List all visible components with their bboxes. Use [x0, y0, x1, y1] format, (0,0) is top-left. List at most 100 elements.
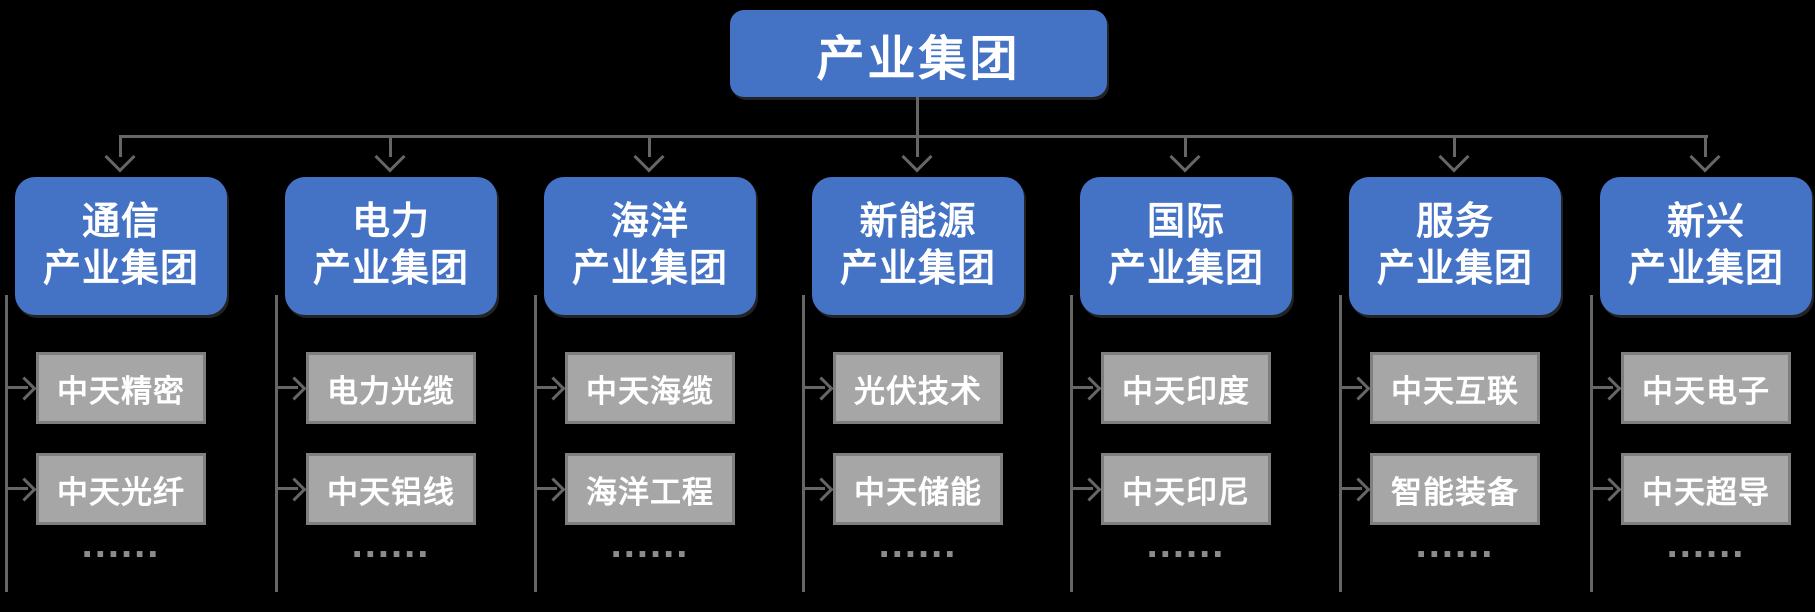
ellipsis-more: ......: [610, 522, 690, 566]
arrow-right-icon: [1346, 477, 1371, 502]
group-node-label-line1: 通信: [81, 201, 160, 243]
subsidiary-node: 电力光缆: [306, 352, 476, 424]
subsidiary-node: 中天光纤: [36, 453, 206, 525]
group-node: 电力 产业集团: [285, 177, 497, 315]
connector-rail: [1070, 295, 1073, 592]
group-node-label-line1: 服务: [1415, 201, 1494, 243]
subsidiary-label: 电力光缆: [327, 373, 455, 409]
arrow-right-icon: [12, 376, 37, 401]
connector-branch: [7, 487, 28, 490]
group-node-label-line2: 产业集团: [1627, 248, 1784, 290]
connector-branch: [1592, 386, 1613, 389]
subsidiary-node: 中天精密: [36, 352, 206, 424]
root-node: 产业集团: [730, 10, 1107, 97]
group-node-label-line1: 电力: [351, 201, 430, 243]
subsidiary-node: 中天储能: [833, 453, 1003, 525]
subsidiary-label: 中天电子: [1642, 373, 1770, 409]
subsidiary-label: 中天精密: [57, 373, 185, 409]
org-column-3: 海洋 产业集团 中天海缆 海洋工程 ......: [534, 0, 766, 612]
group-node-label-line1: 新能源: [859, 201, 977, 243]
group-node-label-line2: 产业集团: [312, 248, 469, 290]
ellipsis-more: ......: [351, 522, 431, 566]
connector-rail: [1590, 295, 1593, 592]
subsidiary-label: 中天印尼: [1122, 474, 1250, 510]
connector-branch: [1341, 386, 1362, 389]
subsidiary-label: 中天铝线: [327, 474, 455, 510]
ellipsis-more: ......: [878, 522, 958, 566]
ellipsis-more: ......: [1415, 522, 1495, 566]
group-node-label-line1: 海洋: [610, 201, 689, 243]
subsidiary-node: 中天印度: [1101, 352, 1271, 424]
connector-rail: [5, 295, 8, 592]
subsidiary-label: 中天储能: [854, 474, 982, 510]
subsidiary-node: 中天电子: [1621, 352, 1791, 424]
arrow-down-icon: [1689, 141, 1721, 173]
ellipsis-more: ......: [1666, 522, 1746, 566]
subsidiary-node: 光伏技术: [833, 352, 1003, 424]
subsidiary-label: 中天印度: [1122, 373, 1250, 409]
connector-rail: [534, 295, 537, 592]
org-column-2: 电力 产业集团 电力光缆 中天铝线 ......: [275, 0, 507, 612]
arrow-right-icon: [12, 477, 37, 502]
connector-branch: [7, 386, 28, 389]
connector-drop: [916, 135, 919, 157]
group-node-label-line2: 产业集团: [571, 248, 728, 290]
subsidiary-node: 中天印尼: [1101, 453, 1271, 525]
arrow-right-icon: [809, 477, 834, 502]
connector-branch: [1072, 386, 1093, 389]
arrow-right-icon: [541, 376, 566, 401]
connector-drop: [648, 135, 651, 157]
subsidiary-label: 中天超导: [1642, 474, 1770, 510]
group-node: 新能源 产业集团: [812, 177, 1024, 315]
ellipsis-more: ......: [1146, 522, 1226, 566]
arrow-down-icon: [901, 141, 933, 173]
org-column-7: 新兴 产业集团 中天电子 中天超导 ......: [1590, 0, 1815, 612]
connector-branch: [1592, 487, 1613, 490]
subsidiary-label: 中天海缆: [586, 373, 714, 409]
arrow-right-icon: [809, 376, 834, 401]
connector-branch: [277, 487, 298, 490]
connector-rail: [275, 295, 278, 592]
connector-horizontal-rail: [120, 135, 1708, 138]
connector-drop: [119, 135, 122, 157]
connector-branch: [536, 487, 557, 490]
connector-branch: [536, 386, 557, 389]
arrow-right-icon: [282, 477, 307, 502]
subsidiary-label: 中天互联: [1391, 373, 1519, 409]
group-node-label-line1: 国际: [1146, 201, 1225, 243]
connector-rail: [1339, 295, 1342, 592]
org-column-4: 新能源 产业集团 光伏技术 中天储能 ......: [802, 0, 1034, 612]
group-node-label-line2: 产业集团: [42, 248, 199, 290]
root-node-label: 产业集团: [816, 32, 1021, 86]
subsidiary-node: 中天铝线: [306, 453, 476, 525]
subsidiary-label: 光伏技术: [854, 373, 982, 409]
org-column-1: 通信 产业集团 中天精密 中天光纤 ......: [5, 0, 237, 612]
arrow-right-icon: [1346, 376, 1371, 401]
connector-branch: [277, 386, 298, 389]
group-node: 新兴 产业集团: [1600, 177, 1812, 315]
org-column-6: 服务 产业集团 中天互联 智能装备 ......: [1339, 0, 1571, 612]
arrow-down-icon: [374, 141, 406, 173]
arrow-right-icon: [1077, 376, 1102, 401]
arrow-down-icon: [633, 141, 665, 173]
arrow-right-icon: [541, 477, 566, 502]
subsidiary-node: 海洋工程: [565, 453, 735, 525]
connector-branch: [1341, 487, 1362, 490]
connector-drop: [1704, 135, 1707, 157]
group-node: 国际 产业集团: [1080, 177, 1292, 315]
group-node-label-line1: 新兴: [1666, 201, 1745, 243]
arrow-right-icon: [1077, 477, 1102, 502]
group-node-label-line2: 产业集团: [839, 248, 996, 290]
connector-rail: [802, 295, 805, 592]
arrow-right-icon: [282, 376, 307, 401]
connector-drop: [1184, 135, 1187, 157]
subsidiary-node: 中天超导: [1621, 453, 1791, 525]
group-node: 服务 产业集团: [1349, 177, 1561, 315]
connector-drop: [389, 135, 392, 157]
arrow-right-icon: [1597, 376, 1622, 401]
subsidiary-label: 智能装备: [1391, 474, 1519, 510]
arrow-down-icon: [1438, 141, 1470, 173]
connector-drop: [1453, 135, 1456, 157]
group-node: 通信 产业集团: [15, 177, 227, 315]
subsidiary-node: 中天海缆: [565, 352, 735, 424]
